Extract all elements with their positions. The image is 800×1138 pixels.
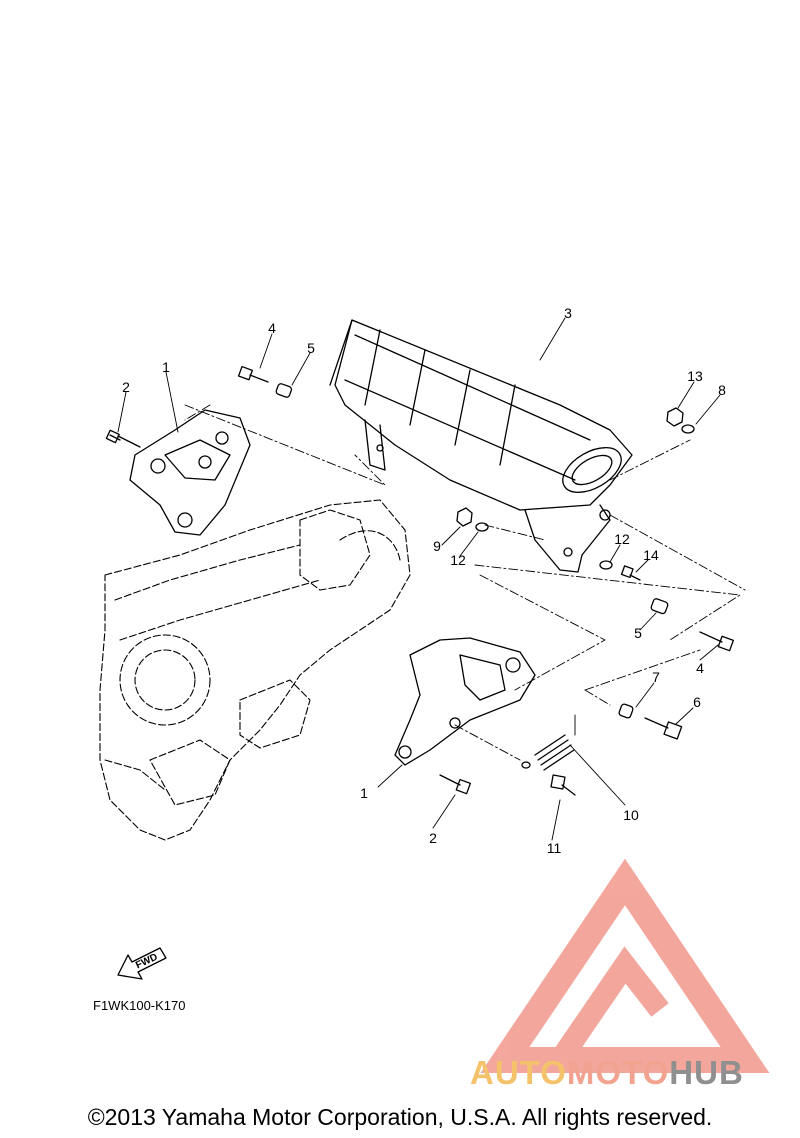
forward-arrow-icon bbox=[117, 947, 167, 980]
alignment-lines bbox=[184, 404, 746, 761]
callout-7: 7 bbox=[652, 669, 660, 685]
callout-4-upper: 4 bbox=[268, 320, 276, 336]
diagram-code: F1WK100-K170 bbox=[93, 998, 186, 1013]
engine-outline bbox=[99, 499, 411, 841]
callout-3: 3 bbox=[564, 305, 572, 321]
copyright-notice: ©2013 Yamaha Motor Corporation, U.S.A. A… bbox=[87, 1104, 713, 1130]
fasteners bbox=[105, 365, 734, 796]
upper-bracket bbox=[129, 409, 251, 536]
callout-11: 11 bbox=[546, 840, 562, 856]
wordmark-auto: AUTO bbox=[470, 1054, 567, 1091]
callout-2-lower: 2 bbox=[429, 830, 437, 846]
callout-12-right: 12 bbox=[614, 531, 630, 547]
callout-4-lower: 4 bbox=[696, 660, 704, 676]
callout-2-upper: 2 bbox=[122, 379, 130, 395]
callout-8: 8 bbox=[718, 382, 726, 398]
callout-5-lower: 5 bbox=[634, 625, 642, 641]
wordmark-hub: HUB bbox=[669, 1054, 744, 1091]
lower-bracket bbox=[394, 637, 536, 766]
callout-5-upper: 5 bbox=[307, 340, 315, 356]
automotohub-wordmark: AUTOMOTOHUB bbox=[470, 1056, 744, 1089]
callout-1-upper: 1 bbox=[162, 359, 170, 375]
callout-6: 6 bbox=[693, 694, 701, 710]
callout-9: 9 bbox=[433, 538, 441, 554]
air-duct-cover bbox=[329, 319, 633, 573]
callout-1-lower: 1 bbox=[360, 785, 368, 801]
automotohub-logo bbox=[480, 858, 770, 1073]
wordmark-moto: MOTO bbox=[566, 1054, 670, 1091]
callout-10: 10 bbox=[623, 807, 639, 823]
callout-12-left: 12 bbox=[450, 552, 466, 568]
leader-lines bbox=[117, 317, 721, 841]
callout-13: 13 bbox=[687, 368, 703, 384]
callout-14: 14 bbox=[643, 547, 659, 563]
